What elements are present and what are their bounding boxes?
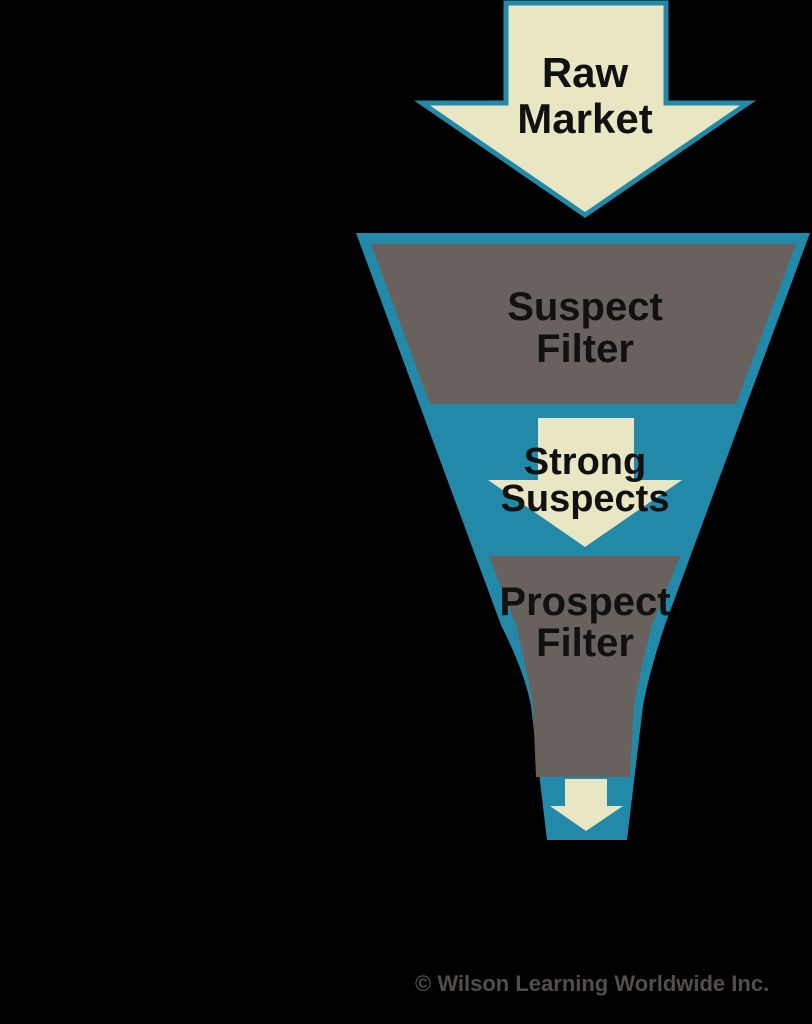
copyright-text: © Wilson Learning Worldwide Inc. bbox=[415, 971, 769, 996]
strong-suspects-arrow bbox=[488, 418, 682, 547]
strong-suspects-label-line2: Suspects bbox=[501, 478, 670, 520]
funnel-exit-arrow-icon bbox=[550, 779, 623, 831]
raw-market-arrow-shape bbox=[413, 0, 757, 219]
prospect-filter-label-line1: Prospect bbox=[499, 580, 670, 624]
suspect-filter-label-line2: Filter bbox=[536, 327, 634, 371]
prospect-filter-label: Prospect Filter bbox=[499, 580, 670, 665]
suspect-filter-section bbox=[371, 244, 796, 404]
raw-market-arrow bbox=[413, 0, 757, 219]
strong-suspects-label-line1: Strong bbox=[524, 441, 646, 483]
prospect-filter-section bbox=[489, 556, 680, 777]
raw-market-label-line1: Raw bbox=[542, 49, 629, 96]
suspect-filter-label: Suspect Filter bbox=[507, 285, 663, 371]
copyright: © Wilson Learning Worldwide Inc. bbox=[415, 971, 769, 996]
prospect-filter-label-line2: Filter bbox=[536, 621, 634, 665]
raw-market-label-line2: Market bbox=[517, 95, 652, 142]
raw-market-label: Raw Market bbox=[517, 49, 652, 142]
suspect-filter-label-line1: Suspect bbox=[507, 285, 663, 329]
strong-suspects-label: Strong Suspects bbox=[501, 441, 670, 520]
